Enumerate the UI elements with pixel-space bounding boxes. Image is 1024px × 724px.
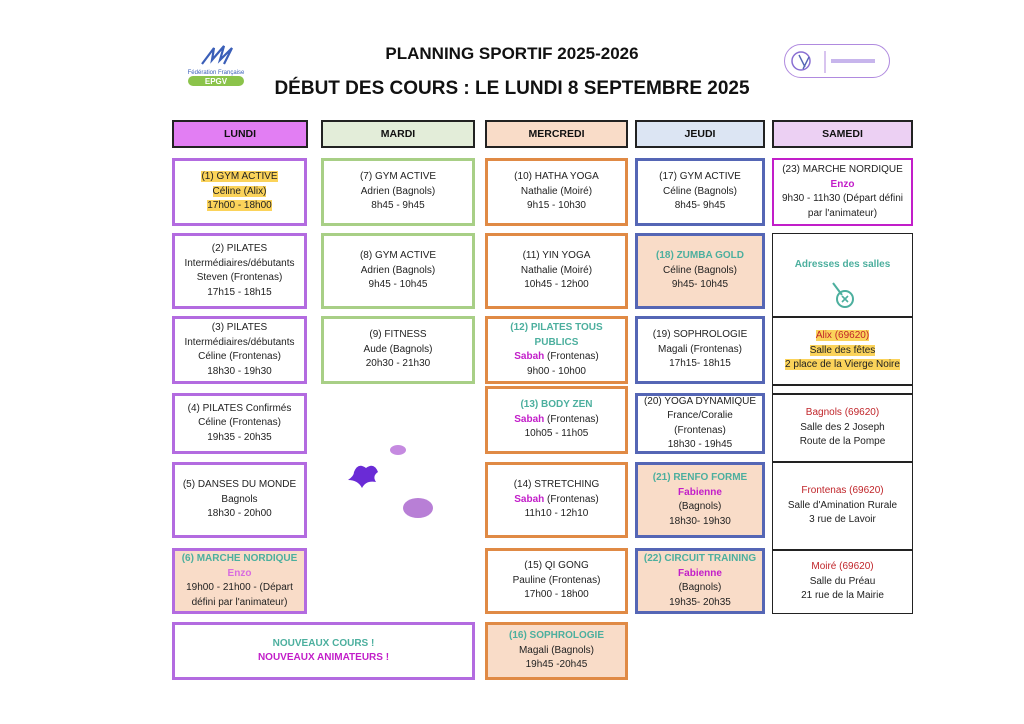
page-subtitle: DÉBUT DES COURS : LE LUNDI 8 SEPTEMBRE 2… [274,78,750,99]
course-card-17: (17) GYM ACTIVE Céline (Bagnols) 8h45- 9… [635,158,765,226]
epgv-logo: Fédération Française EPGV [184,42,248,86]
course-card-12: (12) PILATES TOUS PUBLICS Sabah (Fronten… [485,316,628,384]
day-header-jeudi: JEUDI [635,120,765,148]
course-card-7: (7) GYM ACTIVE Adrien (Bagnols) 8h45 - 9… [321,158,475,226]
spacer-row [772,385,913,394]
course-card-21: (21) RENFO FORME Fabienne (Bagnols) 18h3… [635,462,765,538]
course-card-15: (15) QI GONG Pauline (Frontenas) 17h00 -… [485,548,628,614]
decorative-shapes [348,445,433,518]
course-card-23: (23) MARCHE NORDIQUE Enzo 9h30 - 11h30 (… [772,158,913,226]
course-card-13: (13) BODY ZEN Sabah (Frontenas) 10h05 - … [485,386,628,454]
day-header-lundi: LUNDI [172,120,308,148]
course-card-6: (6) MARCHE NORDIQUE Enzo 19h00 - 21h00 -… [172,548,307,614]
page-title: PLANNING SPORTIF 2025-2026 [385,44,639,63]
addresses-card: Adresses des salles [772,233,913,317]
course-card-10: (10) HATHA YOGA Nathalie (Moiré) 9h15 - … [485,158,628,226]
course-card-1: (1) GYM ACTIVE Céline (Alix) 17h00 - 18h… [172,158,307,226]
course-card-20: (20) YOGA DYNAMIQUE France/Coralie (Fron… [635,393,765,454]
day-header-mercredi: MERCREDI [485,120,628,148]
course-card-18: (18) ZUMBA GOLD Céline (Bagnols) 9h45- 1… [635,233,765,309]
svg-text:EPGV: EPGV [205,77,228,86]
address-bagnols: Bagnols (69620) Salle des 2 Joseph Route… [772,394,913,462]
address-alix: Alix (69620) Salle des fêtes 2 place de … [772,317,913,385]
day-header-mardi: MARDI [321,120,475,148]
course-card-5: (5) DANSES DU MONDE Bagnols 18h30 - 20h0… [172,462,307,538]
club-logo [784,44,890,78]
course-card-16: (16) SOPHROLOGIE Magali (Bagnols) 19h45 … [485,622,628,680]
course-card-2: (2) PILATES Intermédiaires/débutants Ste… [172,233,307,309]
course-card-8: (8) GYM ACTIVE Adrien (Bagnols) 9h45 - 1… [321,233,475,309]
day-header-samedi: SAMEDI [772,120,913,148]
map-pin-icon [831,281,854,308]
course-card-4: (4) PILATES Confirmés Céline (Frontenas)… [172,393,307,454]
address-frontenas: Frontenas (69620) Salle d'Amination Rura… [772,462,913,550]
svg-text:Fédération Française: Fédération Française [188,70,245,76]
course-card-19: (19) SOPHROLOGIE Magali (Frontenas) 17h1… [635,316,765,384]
address-moire: Moiré (69620) Salle du Préau 21 rue de l… [772,550,913,614]
course-card-14: (14) STRETCHING Sabah (Frontenas) 11h10 … [485,462,628,538]
course-card-22: (22) CIRCUIT TRAINING Fabienne (Bagnols)… [635,548,765,614]
course-card-9: (9) FITNESS Aude (Bagnols) 20h30 - 21h30 [321,316,475,384]
course-card-3: (3) PILATES Intermédiaires/débutants Cél… [172,316,307,384]
notice-card: NOUVEAUX COURS ! NOUVEAUX ANIMATEURS ! [172,622,475,680]
course-card-11: (11) YIN YOGA Nathalie (Moiré) 10h45 - 1… [485,233,628,309]
